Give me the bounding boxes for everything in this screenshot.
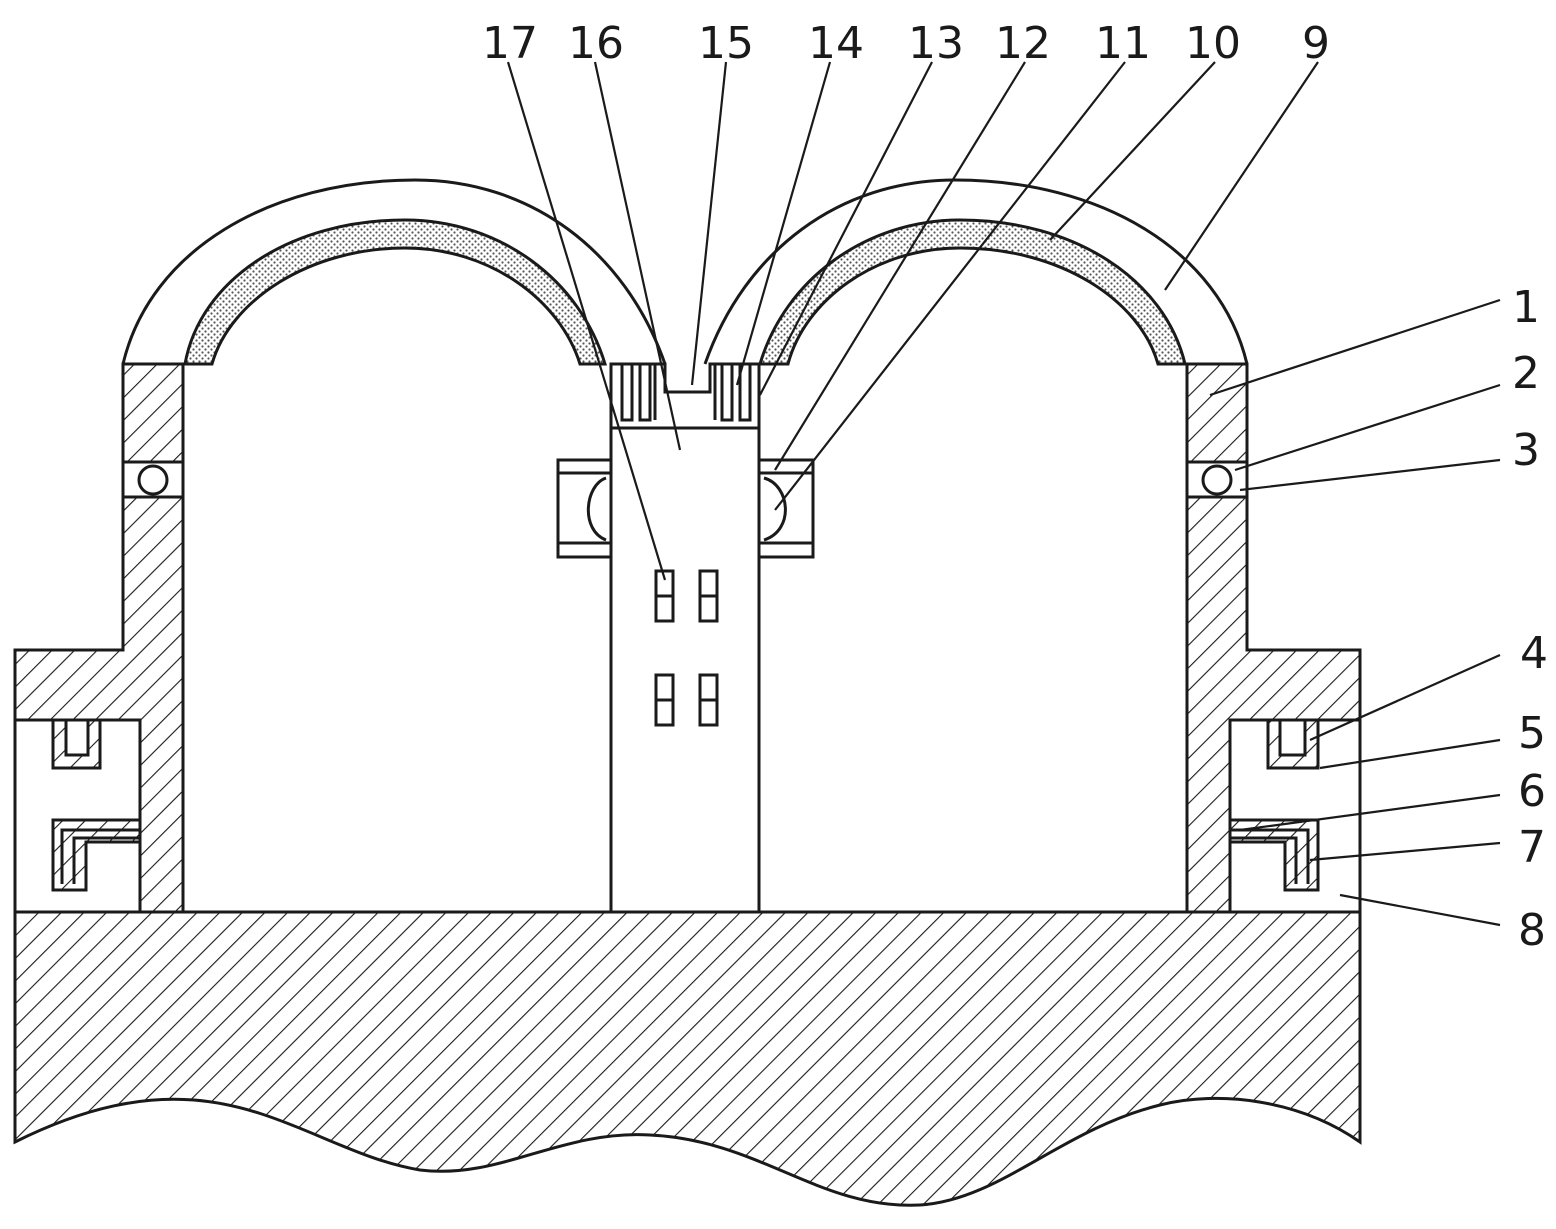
callout-5: 5 (1518, 708, 1546, 759)
comb-teeth-left (620, 364, 657, 422)
callout-14: 14 (808, 18, 864, 69)
callout-17: 17 (482, 18, 538, 69)
callout-1: 1 (1512, 282, 1540, 333)
callout-10: 10 (1185, 18, 1241, 69)
left-lower-liner (60, 828, 140, 884)
callout-15: 15 (698, 18, 754, 69)
right-liner-arch (757, 218, 1187, 366)
left-liner-arch (183, 218, 608, 366)
right-side-block (757, 458, 815, 559)
left-side-block (556, 458, 613, 559)
callout-6: 6 (1518, 766, 1546, 817)
right-upper-slot (1278, 718, 1307, 757)
left-bearing-band (121, 460, 185, 499)
callout-3: 3 (1512, 425, 1540, 476)
callout-labels: 17 16 15 14 13 12 11 10 9 1 2 3 4 5 6 7 … (482, 18, 1548, 956)
left-upper-slot (64, 718, 90, 757)
left-side-block-inner (558, 471, 611, 545)
callout-16: 16 (568, 18, 624, 69)
right-bearing-band (1185, 460, 1249, 499)
right-lower-liner (1230, 828, 1310, 884)
sensor-slots (654, 569, 719, 727)
callout-2: 2 (1512, 348, 1540, 399)
leader-lines (506, 61, 1501, 927)
callout-12: 12 (995, 18, 1051, 69)
callout-9: 9 (1302, 18, 1330, 69)
comb-teeth-right (713, 364, 752, 422)
callout-8: 8 (1518, 905, 1546, 956)
callout-13: 13 (908, 18, 964, 69)
left-outer-arch (121, 178, 667, 365)
callout-11: 11 (1095, 18, 1151, 69)
central-column (609, 426, 761, 914)
callout-7: 7 (1518, 822, 1546, 873)
callout-4: 4 (1520, 628, 1548, 679)
right-outer-arch (703, 178, 1249, 365)
right-bearing-ball (1201, 464, 1233, 496)
left-bearing-ball (137, 464, 169, 496)
base-block (13, 910, 1362, 1207)
